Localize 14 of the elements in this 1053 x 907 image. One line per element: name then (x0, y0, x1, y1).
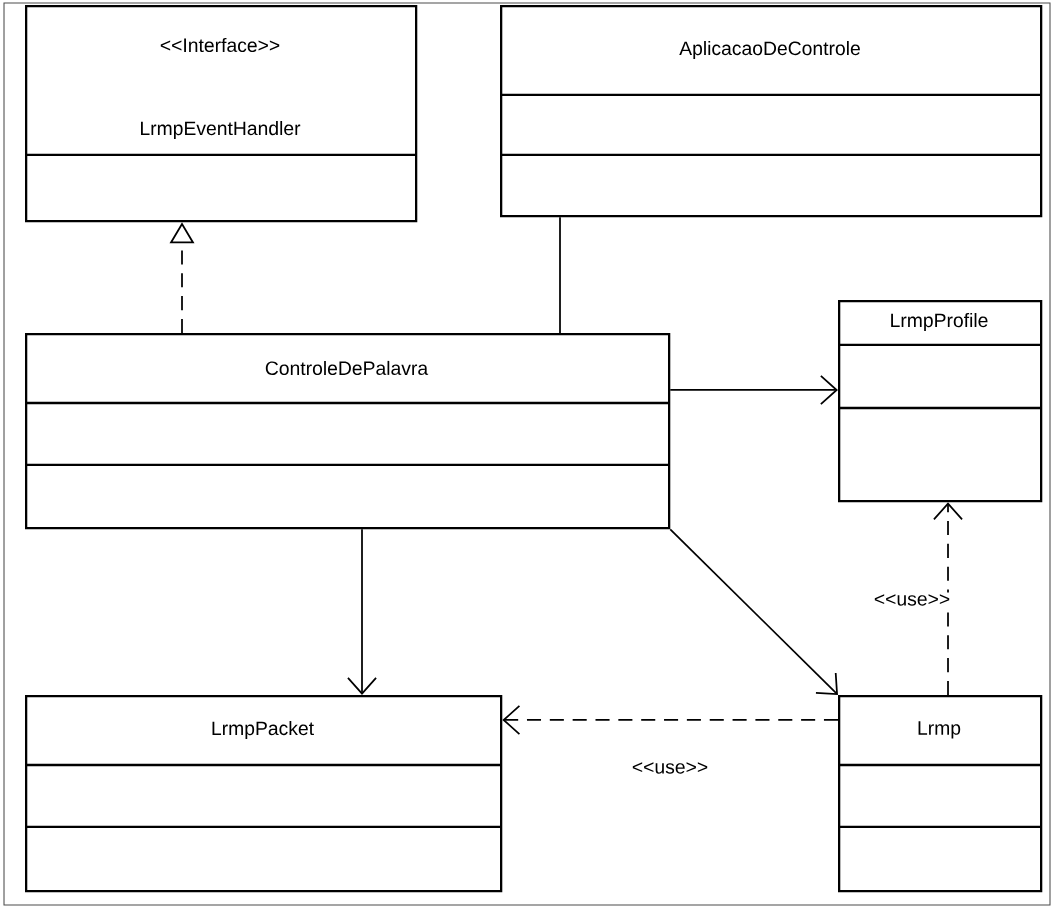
class-box: <<Interface>> LrmpEventHandler (25, 5, 418, 223)
arrow (347, 528, 377, 695)
association-line (559, 216, 561, 334)
dependency-arrow (933, 502, 963, 696)
class-box: Lrmp (838, 695, 1043, 893)
class-box: AplicacaoDeControle (500, 5, 1043, 218)
arrow (669, 375, 838, 405)
class-box: LrmpPacket (25, 695, 503, 893)
edge-label: <<use>> (630, 760, 710, 776)
class-box: ControleDePalavra (25, 333, 671, 530)
arrow (669, 528, 838, 695)
class-box: LrmpProfile (838, 300, 1043, 503)
edge-label: <<use>> (872, 592, 952, 608)
dependency-arrow (502, 705, 839, 735)
